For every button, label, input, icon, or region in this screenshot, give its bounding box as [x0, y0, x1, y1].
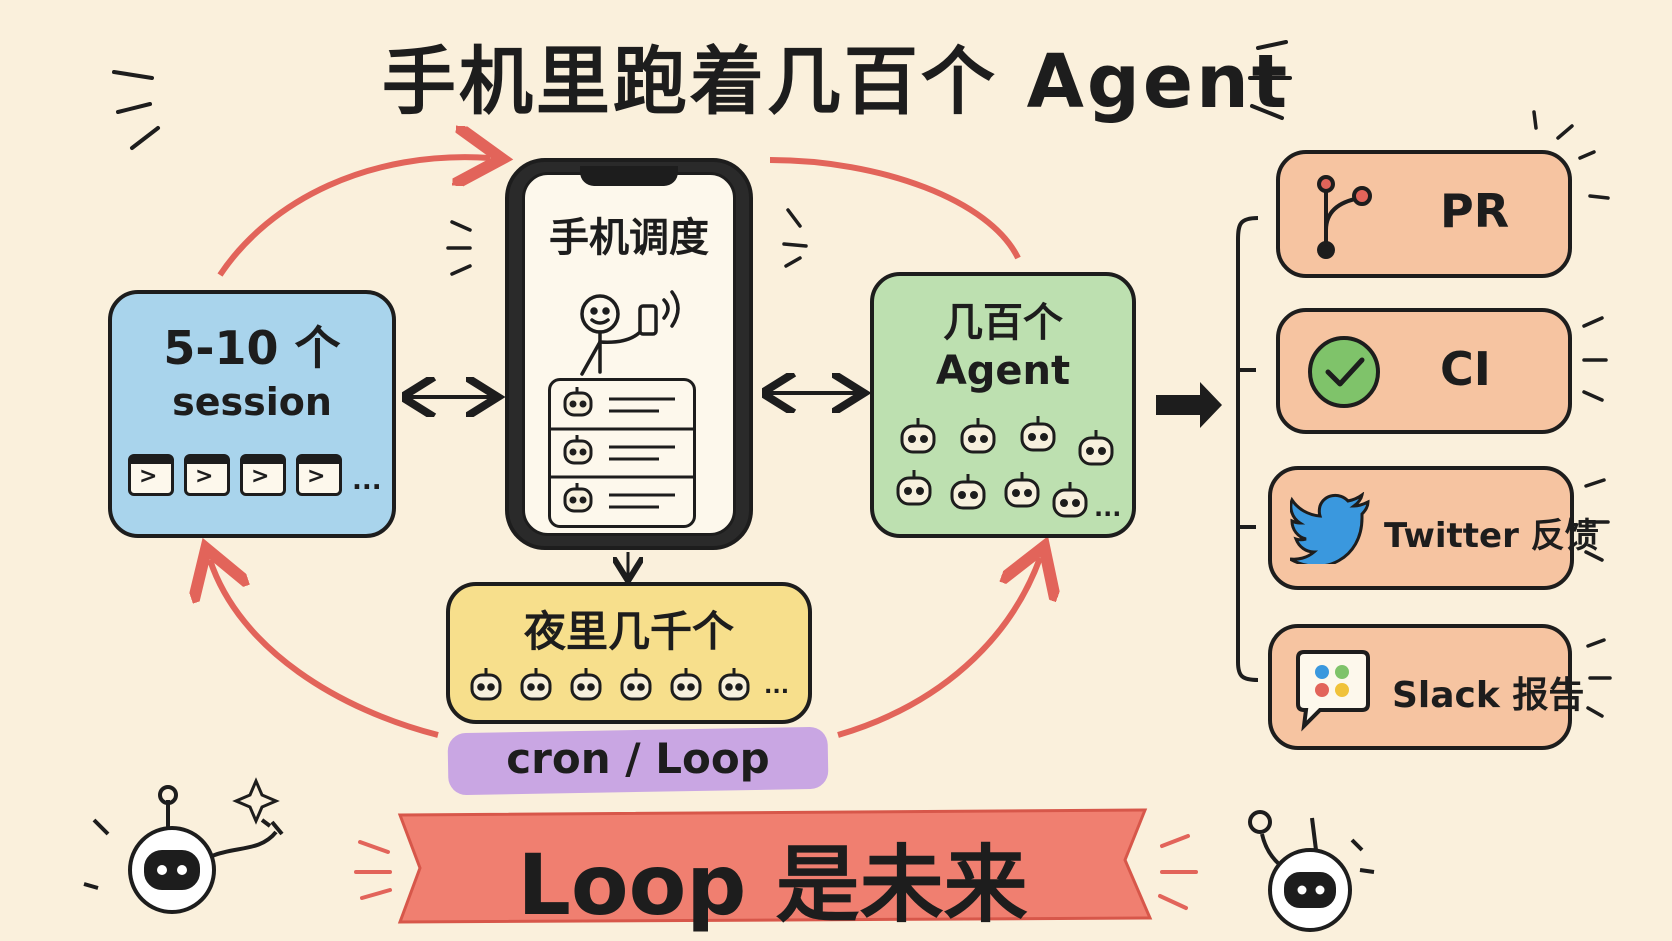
cycle-arrow-bottom-right	[837, 558, 1040, 738]
output-card-twitter: Twitter 反馈	[1268, 466, 1599, 590]
night-agent-row	[470, 668, 750, 701]
phone-burst	[446, 208, 808, 276]
robot-right-icon	[1248, 810, 1375, 932]
night-box: 夜里几千个 ...	[446, 582, 812, 724]
robot-icon	[563, 435, 593, 465]
twitter-bird-icon	[1290, 492, 1370, 564]
terminal-icon: >	[240, 454, 286, 496]
robot-icon	[1020, 416, 1056, 452]
output-label-pr: PR	[1440, 184, 1510, 238]
cycle-arrow-top-right	[769, 157, 1021, 260]
slack-icon	[1296, 650, 1370, 732]
output-label-twitter: Twitter 反馈	[1384, 516, 1599, 556]
cycle-arrow-top-left	[217, 157, 490, 277]
terminal-icon: >	[128, 454, 174, 496]
output-card-pr: PR	[1276, 150, 1572, 278]
agents-box: 几百个 Agent ...	[870, 272, 1136, 538]
arrow-to-outputs	[1156, 382, 1222, 428]
terminal-icon: >	[184, 454, 230, 496]
title-burst-left	[112, 70, 160, 150]
output-card-slack: Slack 报告	[1268, 624, 1584, 750]
banner-burst	[354, 834, 1198, 910]
page-title: 手机里跑着几百个 Agent	[381, 39, 1291, 125]
phone-agent-rows	[551, 387, 693, 513]
robot-icon	[520, 668, 552, 701]
schedule-tag: cron / Loop	[506, 734, 770, 783]
output-label-ci: CI	[1440, 342, 1491, 396]
robot-icon	[1078, 430, 1114, 466]
robot-icon	[1004, 472, 1040, 508]
output-card-ci: CI	[1276, 308, 1572, 434]
banner-text: Loop 是未来	[517, 836, 1028, 934]
phone-agent-list	[548, 378, 696, 528]
output-label-slack: Slack 报告	[1392, 675, 1585, 716]
robot-icon	[950, 474, 986, 510]
sessions-count: 5-10 个	[163, 321, 341, 375]
sessions-label: session	[172, 380, 332, 424]
robot-icon	[900, 418, 936, 454]
agents-label: Agent	[935, 348, 1071, 394]
output-burst	[1532, 110, 1612, 718]
robot-left-icon	[83, 777, 284, 914]
phone-label: 手机调度	[549, 215, 709, 261]
person-with-phone-icon	[580, 290, 680, 376]
robot-icon	[470, 668, 502, 701]
robot-icon	[563, 387, 593, 417]
git-branch-icon	[1317, 175, 1372, 259]
robot-icon	[670, 668, 702, 701]
robot-icon	[563, 483, 593, 513]
robot-icon	[960, 418, 996, 454]
check-circle-icon	[1308, 336, 1380, 408]
sessions-box: 5-10 个 session > > > > ...	[108, 290, 396, 538]
robot-icon	[718, 668, 750, 701]
terminal-icon: >	[296, 454, 342, 496]
night-label: 夜里几千个	[523, 607, 734, 656]
sessions-ellipsis: ...	[352, 466, 382, 496]
robot-icon	[570, 668, 602, 701]
robot-icon	[620, 668, 652, 701]
agent-crowd	[896, 416, 1114, 518]
agents-count: 几百个	[943, 300, 1063, 346]
outputs-bracket	[1236, 216, 1259, 682]
phone-notch	[580, 166, 678, 186]
robot-icon	[896, 470, 932, 506]
title-burst-right	[1248, 40, 1292, 120]
agents-ellipsis: ...	[1094, 494, 1122, 522]
terminal-windows: > > > > ...	[128, 454, 382, 496]
cycle-arrow-bottom-left	[210, 560, 439, 738]
banner-shape	[397, 808, 1153, 924]
robot-icon	[1052, 482, 1088, 518]
night-ellipsis: ...	[764, 674, 790, 699]
